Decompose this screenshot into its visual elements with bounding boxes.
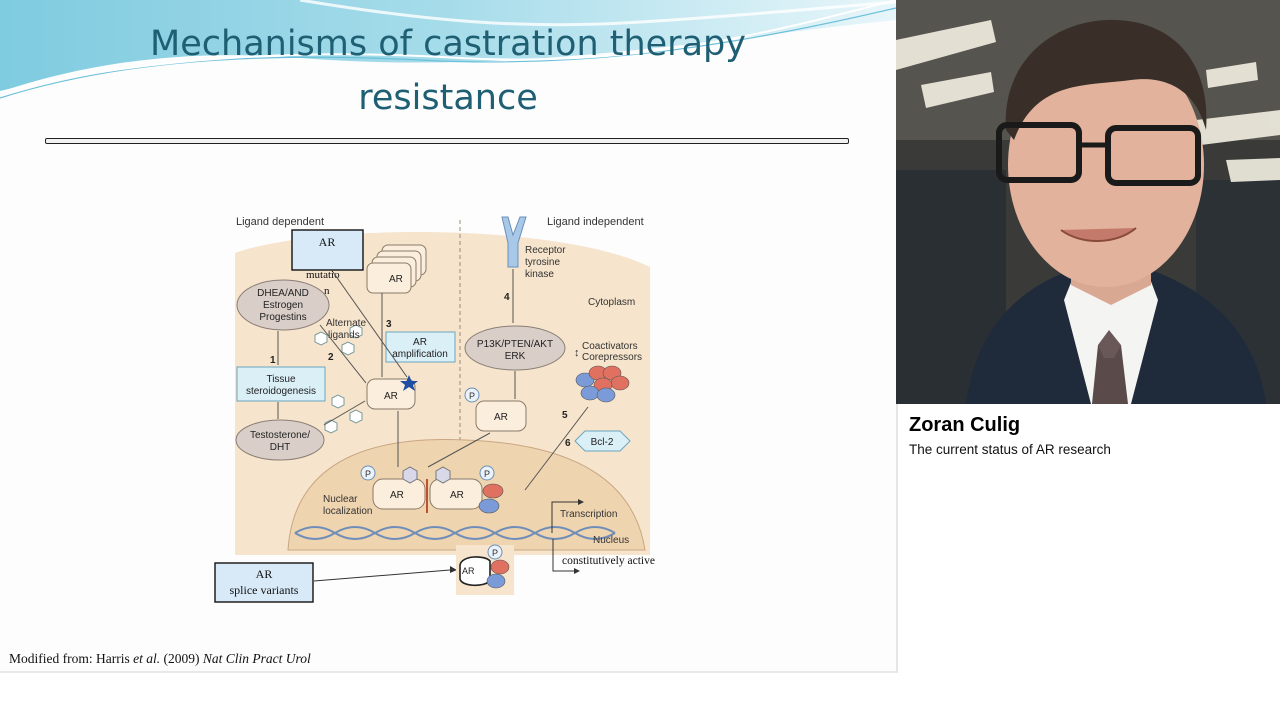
ar-dimer-label-1: AR xyxy=(390,490,404,501)
ar-mutation-label: AR xyxy=(319,235,336,249)
phospho-p-label-2: P xyxy=(365,469,371,479)
transcription-label: Transcription xyxy=(560,509,617,520)
splice-line1: AR xyxy=(256,567,273,581)
num-1: 1 xyxy=(270,355,276,366)
splice-coactivator-blue xyxy=(486,573,506,589)
ligand-independent-label: Ligand independent xyxy=(547,216,644,228)
pi3k-line2: ERK xyxy=(505,351,526,362)
ar-central-label: AR xyxy=(384,391,398,402)
receptor-icon xyxy=(501,216,527,268)
coactivator-red-nuclear xyxy=(482,483,504,499)
ar-dimer-label-2: AR xyxy=(450,490,464,501)
citation-journal: Nat Clin Pract Urol xyxy=(202,651,311,666)
coactivator-arrow xyxy=(524,406,589,491)
ligand-hexagons xyxy=(314,324,363,434)
nucleus-label: Nucleus xyxy=(593,535,629,546)
receptor-line2: tyrosine xyxy=(525,257,560,268)
ar-to-nucleus-arrow xyxy=(427,432,491,468)
speaker-name: Zoran Culig xyxy=(909,414,1021,436)
receptor-line1: Receptor xyxy=(525,245,566,256)
mutation-text-2: n xyxy=(324,285,330,297)
pi3k-ellipse xyxy=(464,325,566,371)
dna-helix xyxy=(294,526,616,540)
phospho-p-splice xyxy=(487,544,503,560)
talk-title: The current status of AR research xyxy=(909,442,1111,457)
dhea-ellipse xyxy=(236,279,330,331)
phospho-p-nuclear-1 xyxy=(360,465,376,481)
constitutively-label: constitutively active xyxy=(562,555,655,567)
coactivators-label: Coactivators xyxy=(582,341,638,352)
citation: Modified from: Harris et al. (2009) Nat … xyxy=(9,651,311,667)
ar-amp-line1: AR xyxy=(413,337,427,348)
tissue-line1: Tissue xyxy=(266,374,296,385)
ar-amplification-box xyxy=(385,331,456,363)
pi3k-line1: P13K/PTEN/AKT xyxy=(477,339,553,350)
nuclear-line1: Nuclear xyxy=(323,494,358,505)
mutation-star-icon xyxy=(400,375,418,391)
dhea-line2: Estrogen xyxy=(263,300,303,311)
bcl2-diamond xyxy=(574,430,631,452)
ar-central xyxy=(366,378,416,410)
splice-variant-ar-label: AR xyxy=(462,566,475,576)
speaker-video xyxy=(896,0,1280,404)
testo-line1: Testosterone/ xyxy=(250,430,310,441)
testosterone-ellipse xyxy=(235,419,325,461)
ar-dimer xyxy=(372,478,483,510)
alternate-line1: Alternate xyxy=(326,318,366,329)
citation-year: (2009) xyxy=(160,651,203,666)
mechanism-diagram: Ligand dependent Ligand independent AR m… xyxy=(214,216,655,603)
slide: Mechanisms of castration therapy resista… xyxy=(0,0,896,667)
ar-amp-line2: amplification xyxy=(392,349,448,360)
constitutive-arrow xyxy=(552,539,574,572)
phospho-p-label-4: P xyxy=(492,548,498,558)
splice-arrow xyxy=(313,569,451,582)
coactivator-blue-nuclear xyxy=(478,498,500,514)
receptor-line3: kinase xyxy=(525,269,554,280)
ar-cytoplasm-label: AR xyxy=(494,412,508,423)
num-5: 5 xyxy=(562,410,568,421)
coactivator-cluster xyxy=(575,365,630,403)
dhea-line3: Progestins xyxy=(259,312,306,323)
bcl2-label: Bcl-2 xyxy=(591,437,614,448)
alternate-line2: ligands xyxy=(328,330,360,341)
ar-cytoplasm xyxy=(475,400,527,432)
num-6: 6 xyxy=(565,438,571,449)
left-arrows xyxy=(277,271,408,467)
testo-line2: DHT xyxy=(270,442,291,453)
ar-mutation-box xyxy=(291,229,364,271)
title-divider xyxy=(45,138,849,144)
cytoplasm-label: Cytoplasm xyxy=(588,297,635,308)
constitutive-arrowhead xyxy=(574,568,580,574)
dhea-line1: DHEA/AND xyxy=(257,288,309,299)
tissue-line2: steroidogenesis xyxy=(246,386,316,397)
splice-coactivator-red xyxy=(490,559,510,575)
citation-etal: et al. xyxy=(133,651,161,666)
tissue-box xyxy=(236,366,326,402)
phospho-p-label-3: P xyxy=(484,469,490,479)
transcription-arrowhead xyxy=(578,499,584,505)
mutation-text-1: mutatio xyxy=(306,269,340,281)
phospho-p-cytoplasm xyxy=(464,387,480,403)
slide-title-line1: Mechanisms of castration therapy xyxy=(150,24,746,64)
updown-arrow-icon: ↕ xyxy=(574,347,580,359)
num-3: 3 xyxy=(386,319,392,330)
num-2: 2 xyxy=(328,352,334,363)
dimer-hexagons xyxy=(402,466,451,484)
splice-arrowhead xyxy=(450,566,457,573)
slide-bottom-edge xyxy=(0,671,898,673)
nuclear-line2: localization xyxy=(323,506,372,517)
slide-title-line2: resistance xyxy=(358,78,538,118)
ligand-dependent-label: Ligand dependent xyxy=(236,216,324,228)
phospho-p-nuclear-2 xyxy=(479,465,495,481)
phospho-p-label-1: P xyxy=(469,391,475,401)
citation-prefix: Modified from: Harris xyxy=(9,651,134,666)
ar-stack xyxy=(366,244,427,294)
header-wave xyxy=(0,0,896,99)
splice-line2: splice variants xyxy=(230,583,299,597)
ar-stack-label: AR xyxy=(389,274,403,285)
corepressors-label: Corepressors xyxy=(582,352,642,363)
transcription-arrow xyxy=(551,501,578,533)
ar-splice-box xyxy=(214,562,314,603)
num-4: 4 xyxy=(504,292,510,303)
